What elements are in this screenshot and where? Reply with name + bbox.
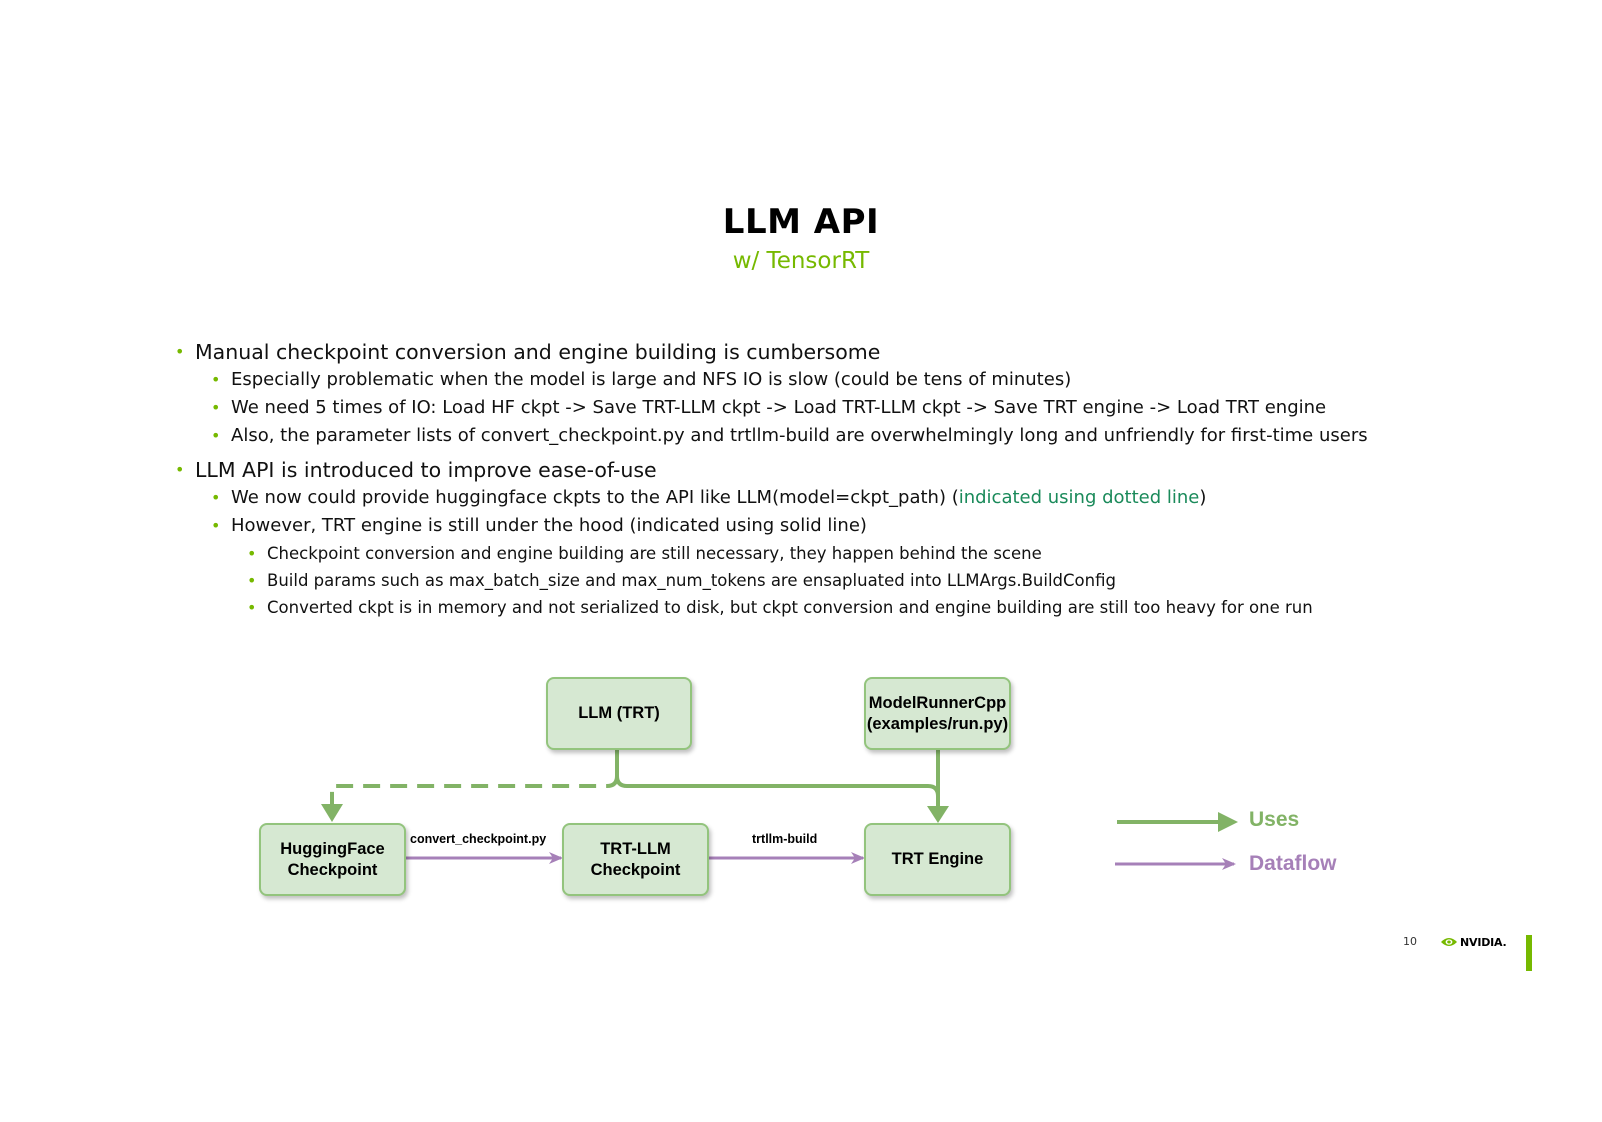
dotted-line-highlight: indicated using dotted line (958, 487, 1200, 508)
accent-bar (1526, 935, 1532, 971)
bullet-in-memory: Converted ckpt is in memory and not seri… (175, 594, 1455, 621)
bullet-nfs-io: Especially problematic when the model is… (175, 366, 1455, 394)
dotted-arrowhead-hf (321, 804, 343, 822)
uses-arrowhead-engine (927, 806, 949, 823)
node-model-runner: ModelRunnerCpp (examples/run.py) (864, 677, 1011, 750)
bullet-behind-scene: Checkpoint conversion and engine buildin… (175, 540, 1455, 567)
bullet-manual-conversion: Manual checkpoint conversion and engine … (175, 338, 1455, 366)
bullet-llm-api-intro: LLM API is introduced to improve ease-of… (175, 456, 1455, 484)
node-trt-engine: TRT Engine (864, 823, 1011, 896)
nvidia-wordmark: NVIDIA. (1460, 936, 1507, 949)
bullet-list: Manual checkpoint conversion and engine … (175, 338, 1455, 621)
slide-title: LLM API (722, 202, 880, 242)
bullet-huggingface-text: We now could provide huggingface ckpts t… (231, 487, 959, 508)
bullet-build-params: Build params such as max_batch_size and … (175, 567, 1455, 594)
node-huggingface-checkpoint: HuggingFace Checkpoint (259, 823, 406, 896)
legend-uses-arrowhead (1218, 812, 1238, 832)
dotted-edge-llm-to-hf (330, 775, 619, 806)
legend-dataflow-label: Dataflow (1249, 852, 1337, 875)
uses-edge-llm-to-engine (615, 750, 940, 806)
bullet-trt-under-hood: However, TRT engine is still under the h… (175, 512, 1455, 540)
edge-label-convert: convert_checkpoint.py (410, 832, 547, 846)
node-trtllm-checkpoint: TRT-LLM Checkpoint (562, 823, 709, 896)
bullet-huggingface-close: ) (1199, 487, 1207, 508)
node-llm-trt: LLM (TRT) (546, 677, 692, 750)
bullet-io-times: We need 5 times of IO: Load HF ckpt -> S… (175, 394, 1455, 422)
nvidia-eye-icon (1440, 933, 1458, 952)
bullet-huggingface-ckpts: We now could provide huggingface ckpts t… (175, 484, 1455, 512)
nvidia-logo: NVIDIA. (1440, 933, 1507, 952)
page-number: 10 (1403, 935, 1417, 948)
bullet-parameter-lists: Also, the parameter lists of convert_che… (175, 422, 1455, 450)
slide-subtitle: w/ TensorRT (732, 248, 870, 274)
edge-label-build: trtllm-build (752, 832, 818, 846)
legend-uses-label: Uses (1249, 808, 1300, 831)
